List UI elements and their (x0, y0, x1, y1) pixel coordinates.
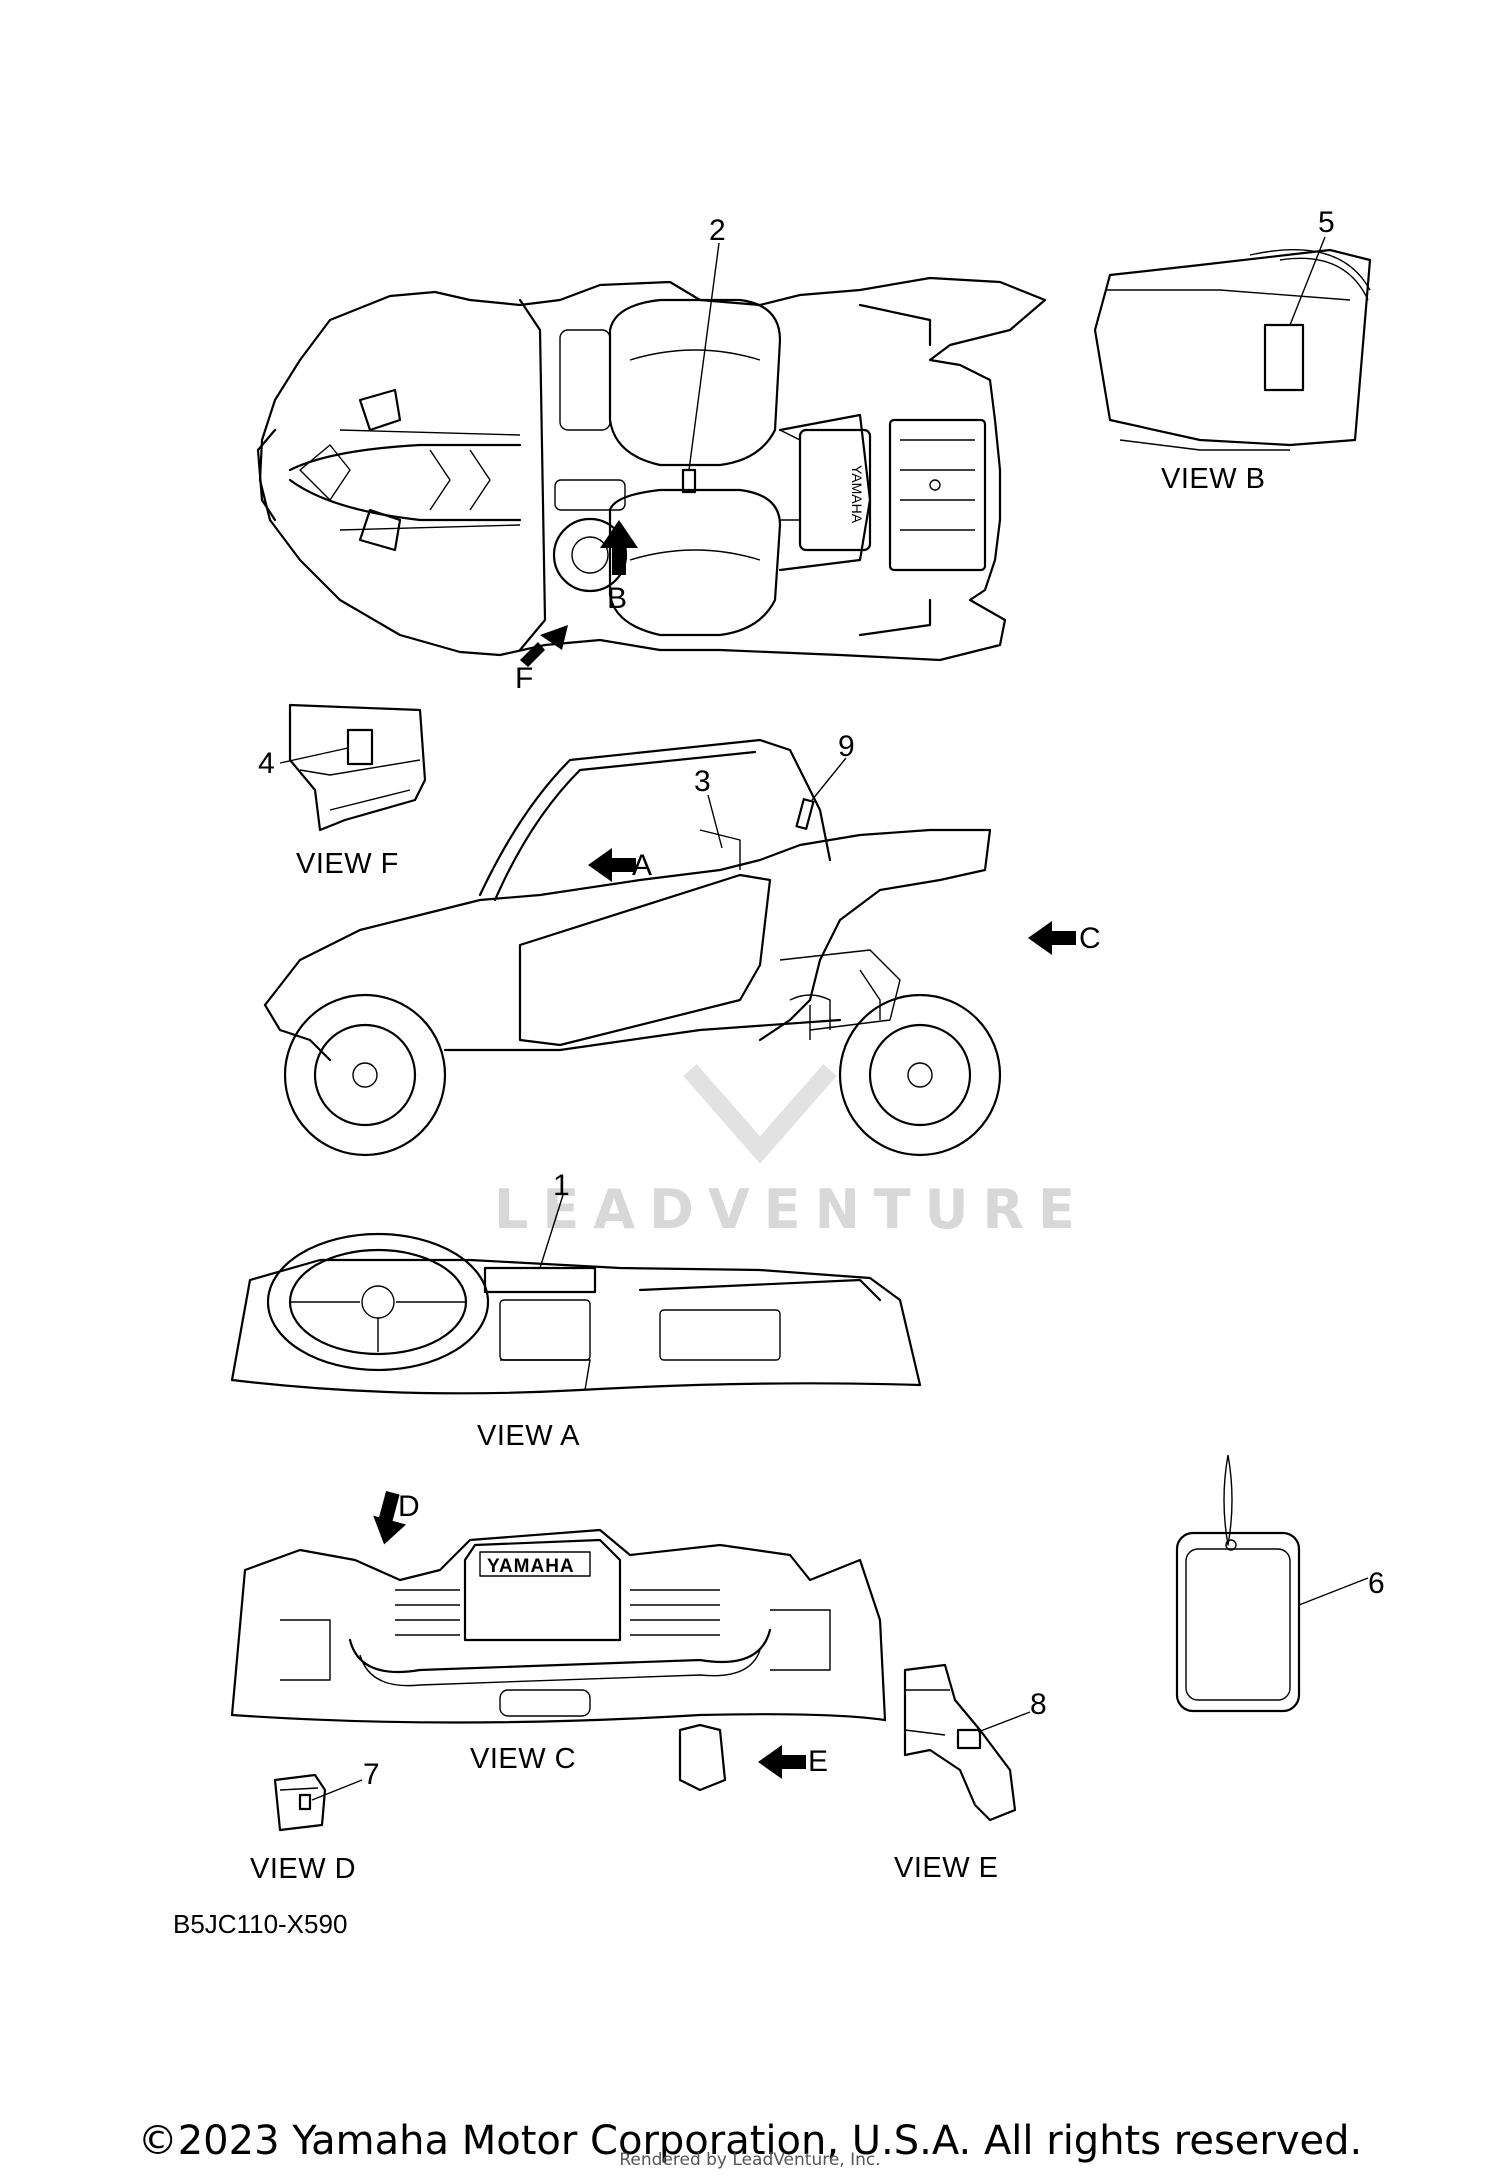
callout-9: 9 (838, 730, 855, 763)
arrow-a (588, 848, 636, 882)
view-c-title: VIEW C (470, 1743, 576, 1775)
callout-6-leader (1298, 1577, 1369, 1606)
arrow-c (1028, 921, 1076, 955)
arrow-d (373, 1490, 407, 1545)
callout-4: 4 (258, 747, 275, 780)
label-7-marker (298, 1793, 312, 1811)
view-d-title: VIEW D (250, 1853, 356, 1885)
view-c-yamaha-text: YAMAHA (487, 1556, 575, 1577)
callout-9-leader (811, 757, 847, 801)
top-view-vehicle: YAMAHA (256, 276, 1047, 662)
arrow-b (600, 520, 638, 575)
view-f-title: VIEW F (296, 848, 399, 880)
callout-3-leader (707, 794, 723, 849)
label-1-marker (483, 1266, 597, 1294)
callout-4-leader (279, 747, 349, 764)
rendered-by-text: Rendered by LeadVenture, Inc. (619, 2150, 881, 2170)
arrow-e (758, 1745, 806, 1779)
callout-7: 7 (363, 1758, 380, 1791)
callout-6: 6 (1368, 1567, 1385, 1600)
view-d-drawing (273, 1773, 327, 1832)
callout-1: 1 (553, 1169, 570, 1202)
callout-5-leader (1289, 236, 1326, 326)
arrow-c-label: C (1079, 922, 1101, 955)
label-9-marker (795, 798, 815, 830)
view-e-title: VIEW E (894, 1852, 999, 1884)
top-yamaha-text: YAMAHA (849, 465, 865, 524)
view-b-drawing (1093, 248, 1372, 451)
label-8-marker (956, 1728, 982, 1750)
arrow-d-label: D (398, 1490, 420, 1523)
arrow-e-label: E (808, 1745, 828, 1778)
view-a-drawing (230, 1232, 922, 1395)
view-c-drawing: YAMAHA (230, 1528, 887, 1792)
arrow-f-label: F (515, 662, 533, 695)
callout-1-leader (539, 1194, 564, 1269)
diagram-code: B5JC110-X590 (173, 1909, 347, 1939)
view-f-drawing (288, 703, 427, 832)
arrow-f (520, 625, 568, 667)
side-view-vehicle (263, 738, 1002, 1157)
callout-2: 2 (709, 214, 726, 247)
label-5-marker (1263, 323, 1305, 392)
callout-8: 8 (1030, 1688, 1047, 1721)
callout-7-leader (311, 1779, 363, 1801)
view-b-title: VIEW B (1161, 463, 1266, 495)
label-2-marker (681, 468, 697, 494)
callout-2-leader (688, 242, 720, 471)
view-e-drawing (903, 1663, 1017, 1822)
view-a-title: VIEW A (477, 1420, 580, 1452)
copyright-text: ©2023 Yamaha Motor Corporation, U.S.A. A… (137, 2118, 1363, 2164)
arrow-a-label: A (632, 849, 652, 882)
watermark-text: LEADVENTURE (494, 1178, 1089, 1241)
callout-5: 5 (1318, 206, 1335, 239)
watermark: LEADVENTURE (494, 1064, 1089, 1241)
callout-8-leader (977, 1711, 1031, 1733)
label-4-marker (346, 728, 374, 766)
hang-tag-6 (1175, 1454, 1301, 1713)
arrow-b-label: B (607, 582, 627, 615)
callout-3: 3 (694, 765, 711, 798)
